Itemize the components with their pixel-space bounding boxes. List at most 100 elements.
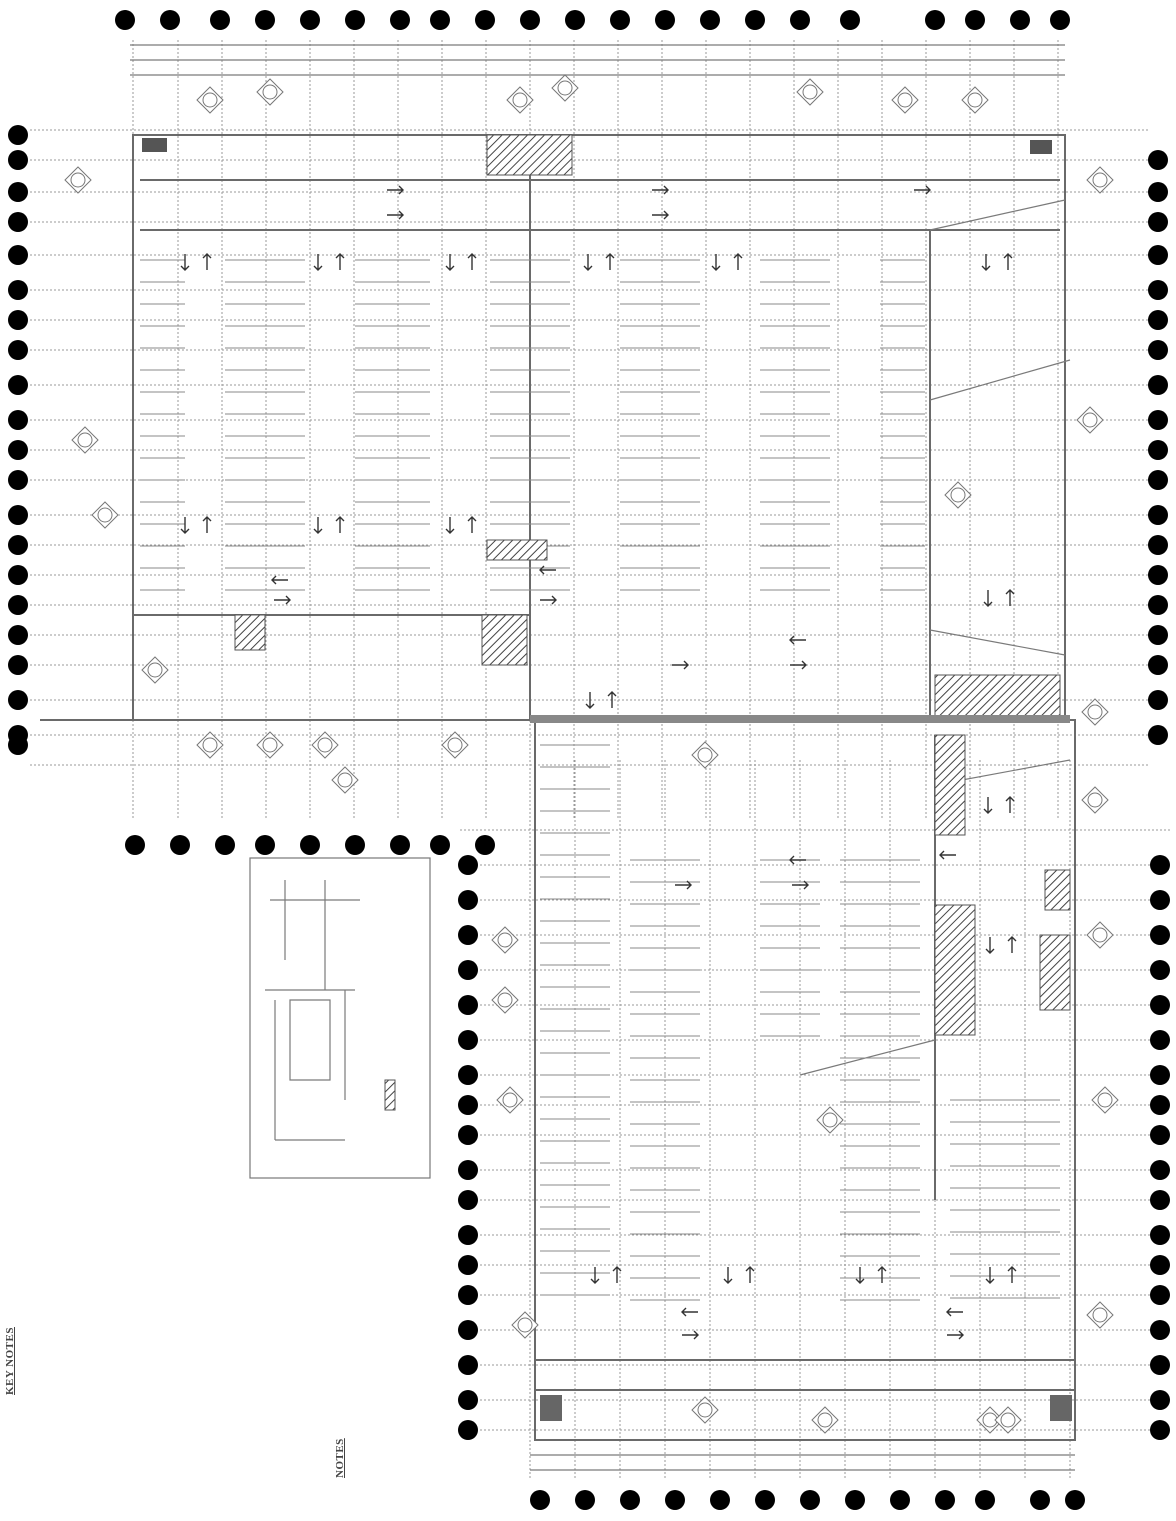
grid-bubble	[475, 10, 495, 30]
grid-bubble	[458, 1285, 478, 1305]
traffic-arrow	[914, 185, 931, 195]
grid-bubble	[458, 1065, 478, 1085]
stair-block	[142, 138, 167, 152]
grid-bubble	[300, 835, 320, 855]
grid-bubble	[458, 1320, 478, 1340]
section-marker	[506, 86, 534, 114]
grid-bubble	[8, 655, 28, 675]
section-marker-circle	[1087, 792, 1103, 808]
section-marker-circle	[1092, 927, 1108, 943]
section-marker-circle	[317, 737, 333, 753]
grid-bubble	[1150, 855, 1170, 875]
section-marker	[331, 766, 359, 794]
section-marker	[311, 731, 339, 759]
grid-bubble	[890, 1490, 910, 1510]
grid-bubble	[575, 1490, 595, 1510]
grid-bubble	[1150, 1160, 1170, 1180]
traffic-arrow	[540, 595, 557, 605]
grid-bubble	[530, 1490, 550, 1510]
traffic-arrow	[855, 1267, 865, 1284]
grid-bubble	[1030, 1490, 1050, 1510]
section-marker	[796, 78, 824, 106]
traffic-arrow	[271, 575, 288, 585]
stair-block	[540, 1395, 562, 1421]
grid-bubble	[790, 10, 810, 30]
traffic-arrow	[711, 254, 721, 271]
section-marker	[1091, 1086, 1119, 1114]
grid-bubble	[8, 440, 28, 460]
section-marker-circle	[1087, 704, 1103, 720]
grid-bubble	[1150, 960, 1170, 980]
grid-bubble	[975, 1490, 995, 1510]
section-marker-circle	[897, 92, 913, 108]
section-marker	[1081, 786, 1109, 814]
section-marker	[64, 166, 92, 194]
grid-bubble	[8, 535, 28, 555]
section-marker	[994, 1406, 1022, 1434]
grid-bubble	[8, 310, 28, 330]
section-marker-circle	[1097, 1092, 1113, 1108]
grid-bubble	[458, 1125, 478, 1145]
grid-bubble	[430, 10, 450, 30]
grid-bubble	[665, 1490, 685, 1510]
grid-bubble	[700, 10, 720, 30]
grid-bubble	[845, 1490, 865, 1510]
grid-bubble	[115, 10, 135, 30]
section-marker	[71, 426, 99, 454]
ramp-band	[530, 715, 1070, 723]
traffic-arrow	[387, 210, 404, 220]
section-marker-circle	[697, 1402, 713, 1418]
grid-bubble	[255, 835, 275, 855]
section-marker	[491, 986, 519, 1014]
traffic-arrow	[590, 1267, 600, 1284]
grid-bubble	[935, 1490, 955, 1510]
section-marker	[496, 1086, 524, 1114]
grid-bubble	[710, 1490, 730, 1510]
traffic-arrow	[877, 1266, 887, 1283]
grid-bubble	[1148, 280, 1168, 300]
traffic-arrow	[681, 1307, 698, 1317]
grid-bubble	[1150, 1225, 1170, 1245]
grid-bubble	[210, 10, 230, 30]
section-marker-circle	[512, 92, 528, 108]
section-marker-circle	[97, 507, 113, 523]
grid-bubble	[458, 1355, 478, 1375]
section-marker	[1076, 406, 1104, 434]
grid-bubble	[8, 280, 28, 300]
wall-line	[535, 1359, 1075, 1391]
detail-linework	[265, 880, 360, 1141]
traffic-arrow	[202, 516, 212, 533]
notes-block: NOTES	[334, 1438, 346, 1478]
traffic-arrow	[682, 1330, 699, 1340]
section-marker	[491, 926, 519, 954]
hatched-ramp	[481, 614, 528, 666]
section-marker-circle	[802, 84, 818, 100]
traffic-arrow	[445, 254, 455, 271]
grid-bubble	[620, 1490, 640, 1510]
traffic-arrow	[274, 595, 291, 605]
traffic-arrow	[335, 253, 345, 270]
traffic-arrow	[1005, 796, 1015, 813]
grid-bubble	[8, 505, 28, 525]
grid-bubble	[1148, 505, 1168, 525]
traffic-arrow	[607, 691, 617, 708]
section-marker-circle	[967, 92, 983, 108]
hatched-ramp	[1044, 869, 1071, 911]
grid-bubble	[458, 925, 478, 945]
ramp-line	[929, 199, 1066, 231]
section-marker-circle	[202, 92, 218, 108]
section-marker-circle	[822, 1112, 838, 1128]
traffic-arrow	[723, 1267, 733, 1284]
traffic-arrow	[939, 850, 956, 860]
section-marker-circle	[1000, 1412, 1016, 1428]
hatched-ramp	[1039, 934, 1071, 1011]
grid-bubble	[1150, 1190, 1170, 1210]
wall-line	[530, 719, 1076, 1441]
grid-bubble	[160, 10, 180, 30]
grid-bubble	[1150, 890, 1170, 910]
traffic-arrow	[652, 185, 669, 195]
section-marker	[961, 86, 989, 114]
traffic-arrow	[180, 254, 190, 271]
traffic-arrow	[1007, 1266, 1017, 1283]
section-marker-circle	[147, 662, 163, 678]
